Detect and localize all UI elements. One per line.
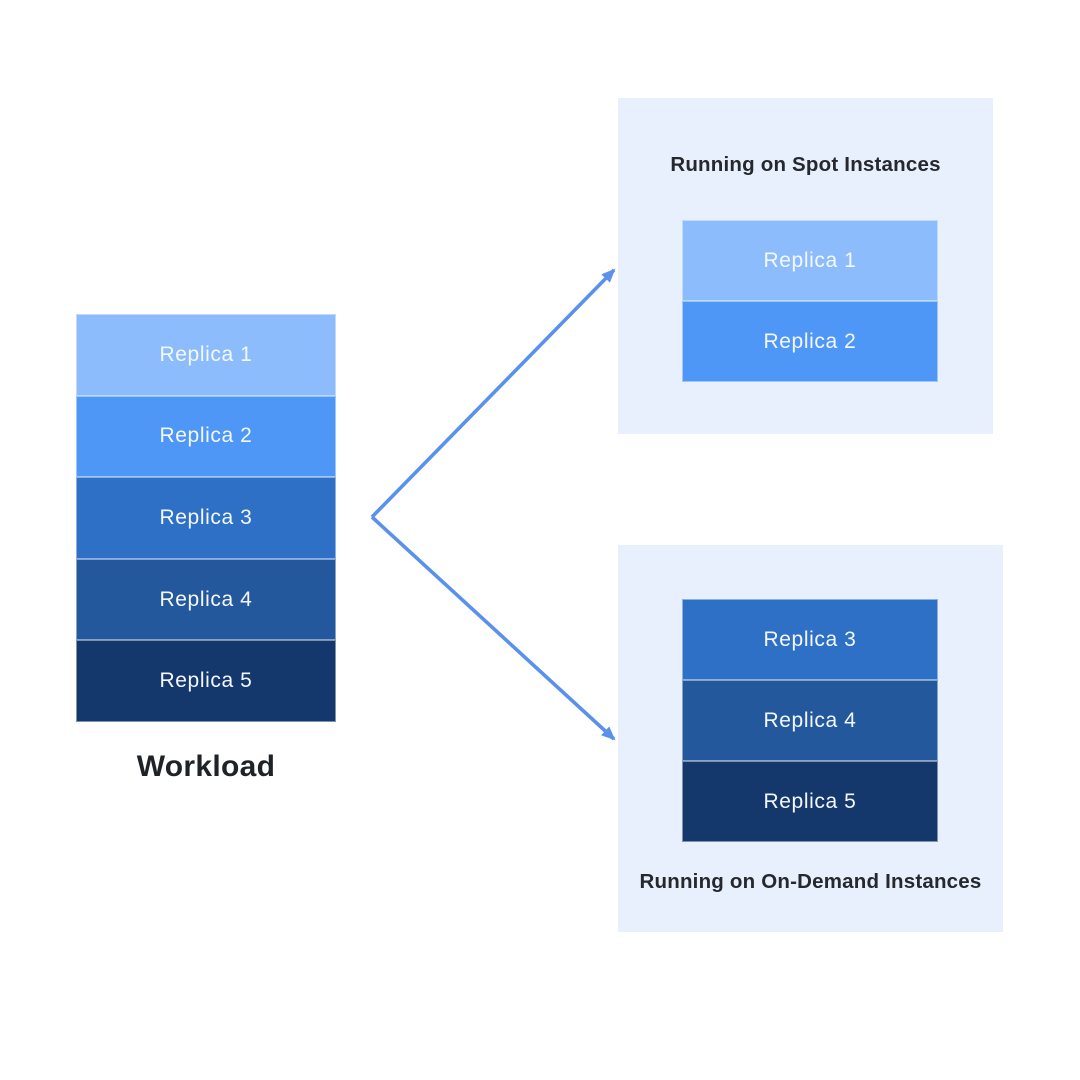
- replica-label: Replica 5: [159, 669, 253, 693]
- replica-label: Replica 4: [159, 587, 253, 611]
- spot-replica-stack: Replica 1 Replica 2: [682, 220, 938, 382]
- spot-instances-panel: Running on Spot Instances Replica 1 Repl…: [618, 98, 993, 434]
- ondemand-panel-title: Running on On-Demand Instances: [639, 870, 982, 893]
- spot-replica-1: Replica 1: [682, 220, 938, 301]
- workload-replica-5: Replica 5: [76, 640, 336, 722]
- replica-label: Replica 2: [763, 329, 857, 353]
- spot-panel-title: Running on Spot Instances: [670, 153, 941, 176]
- replica-label: Replica 1: [763, 248, 857, 272]
- ondemand-replica-3: Replica 3: [682, 599, 938, 680]
- spot-replica-2: Replica 2: [682, 301, 938, 382]
- ondemand-replica-5: Replica 5: [682, 761, 938, 842]
- workload-replica-2: Replica 2: [76, 395, 336, 478]
- workload-stack: Replica 1 Replica 2 Replica 3 Replica 4 …: [76, 314, 336, 722]
- workload-replica-4: Replica 4: [76, 558, 336, 641]
- replica-label: Replica 2: [159, 424, 253, 448]
- replica-label: Replica 1: [159, 342, 253, 366]
- ondemand-replica-stack: Replica 3 Replica 4 Replica 5: [682, 599, 938, 842]
- workload-title: Workload: [136, 750, 276, 783]
- ondemand-instances-panel: Replica 3 Replica 4 Replica 5 Running on…: [618, 545, 1003, 932]
- workload-replica-3: Replica 3: [76, 477, 336, 559]
- arrow-to-spot-panel: [370, 268, 616, 519]
- replica-label: Replica 5: [763, 789, 857, 813]
- replica-label: Replica 4: [763, 708, 857, 732]
- arrow-to-ondemand-panel: [370, 515, 616, 741]
- replica-label: Replica 3: [159, 505, 253, 529]
- ondemand-replica-4: Replica 4: [682, 680, 938, 761]
- workload-replica-1: Replica 1: [76, 314, 336, 396]
- replica-label: Replica 3: [763, 627, 857, 651]
